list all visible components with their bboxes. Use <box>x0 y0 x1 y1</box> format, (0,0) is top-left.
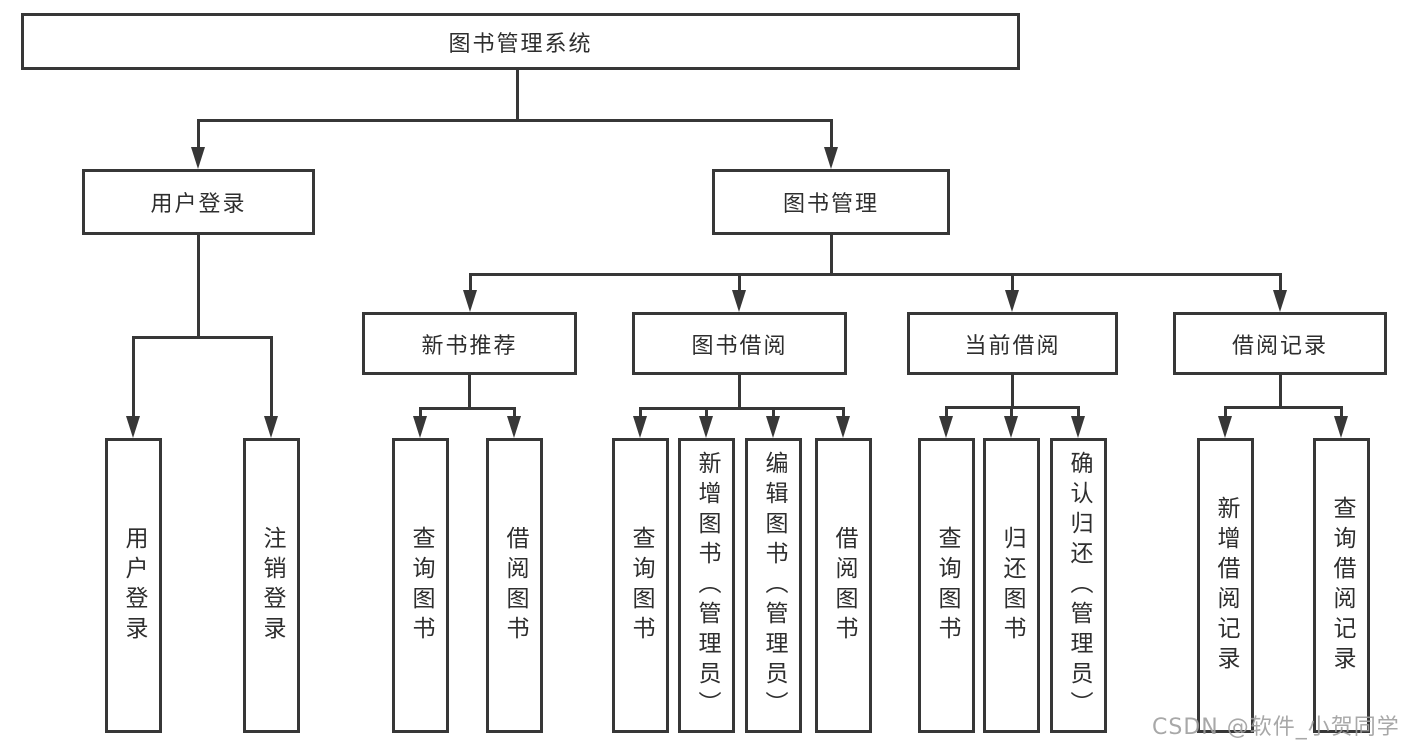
leaf-cb-query-book-label: 查询图书 <box>934 525 960 646</box>
connector-to-leaf-login-stem <box>132 336 135 416</box>
leaf-nb-query-book: 查询图书 <box>392 438 449 733</box>
leaf-br-query-record-label: 查询借阅记录 <box>1329 495 1355 676</box>
connector-book-borrow-down-stem <box>738 375 741 407</box>
connector-to-current-borrow-stem <box>1011 273 1014 290</box>
leaf-bb-query-book: 查询图书 <box>612 438 669 733</box>
node-book-management-label: 图书管理 <box>782 192 879 217</box>
node-borrow-record: 借阅记录 <box>1173 312 1387 375</box>
connector-new-book-stem <box>468 375 471 407</box>
connector-root-stem <box>516 70 519 119</box>
leaf-user-login-label: 用户登录 <box>121 525 147 646</box>
connector-nb-leaf2-stem <box>513 407 516 416</box>
leaf-br-query-record: 查询借阅记录 <box>1313 438 1370 733</box>
leaf-cb-confirm-return-admin-label: 确认归还（管理员） <box>1066 450 1092 721</box>
csdn-watermark: CSDN @软件_小贺同学 <box>1152 715 1400 740</box>
connector-borrow-record-rail <box>1224 406 1342 409</box>
leaf-nb-borrow-book-label: 借阅图书 <box>502 525 528 646</box>
connector-br-leaf2-stem <box>1340 406 1343 416</box>
connector-bb-leaf1-stem <box>639 407 642 416</box>
arrow-br-leaf1-icon <box>1218 416 1232 438</box>
arrow-to-leaf-login-icon <box>126 416 140 438</box>
connector-new-book-rail <box>419 407 515 410</box>
connector-cb-leaf3-stem <box>1077 406 1080 416</box>
connector-root-rail <box>197 119 833 122</box>
arrow-bb-leaf2-icon <box>699 416 713 438</box>
node-new-book-recommend: 新书推荐 <box>362 312 577 375</box>
leaf-bb-borrow-book: 借阅图书 <box>815 438 872 733</box>
connector-book-management-stem <box>830 235 833 273</box>
node-book-borrow: 图书借阅 <box>632 312 847 375</box>
leaf-nb-borrow-book: 借阅图书 <box>486 438 543 733</box>
arrow-bb-leaf3-icon <box>766 416 780 438</box>
node-book-management: 图书管理 <box>712 169 950 235</box>
connector-cb-leaf2-stem <box>1010 406 1013 416</box>
arrow-br-leaf2-icon <box>1334 416 1348 438</box>
node-current-borrow-label: 当前借阅 <box>964 333 1061 359</box>
arrow-cb-leaf2-icon <box>1004 416 1018 438</box>
leaf-bb-add-book-admin-label: 新增图书（管理员） <box>694 450 720 721</box>
connector-to-borrow-record-stem <box>1279 273 1282 290</box>
arrow-to-borrow-record-icon <box>1273 290 1287 312</box>
connector-cb-leaf1-stem <box>945 406 948 416</box>
arrow-to-book-management-icon <box>824 147 838 169</box>
connector-current-borrow-down-stem <box>1011 375 1014 406</box>
connector-user-login-stem <box>197 235 200 336</box>
arrow-to-leaf-logout-icon <box>264 416 278 438</box>
leaf-bb-edit-book-admin: 编辑图书（管理员） <box>745 438 802 733</box>
connector-to-leaf-logout-stem <box>270 336 273 416</box>
connector-user-login-rail <box>132 336 272 339</box>
leaf-bb-edit-book-admin-label: 编辑图书（管理员） <box>761 450 787 721</box>
arrow-bb-leaf4-icon <box>836 416 850 438</box>
leaf-bb-query-book-label: 查询图书 <box>628 525 654 646</box>
connector-borrow-record-down-stem <box>1279 375 1282 406</box>
leaf-user-login: 用户登录 <box>105 438 162 733</box>
connector-nb-leaf1-stem <box>419 407 422 416</box>
arrow-to-book-borrow-icon <box>732 290 746 312</box>
leaf-cb-return-book-label: 归还图书 <box>999 525 1025 646</box>
leaf-cb-confirm-return-admin: 确认归还（管理员） <box>1050 438 1107 733</box>
connector-br-leaf1-stem <box>1224 406 1227 416</box>
leaf-bb-borrow-book-label: 借阅图书 <box>831 525 857 646</box>
connector-bb-leaf2-stem <box>705 407 708 416</box>
leaf-bb-add-book-admin: 新增图书（管理员） <box>678 438 735 733</box>
node-root-label: 图书管理系统 <box>448 31 593 57</box>
arrow-to-current-borrow-icon <box>1005 290 1019 312</box>
connector-bb-leaf3-stem <box>772 407 775 416</box>
connector-to-book-borrow-stem <box>738 273 741 290</box>
connector-to-new-book-stem <box>469 273 472 290</box>
arrow-cb-leaf3-icon <box>1071 416 1085 438</box>
node-borrow-record-label: 借阅记录 <box>1231 333 1328 359</box>
leaf-br-add-record-label: 新增借阅记录 <box>1213 495 1239 676</box>
connector-bb-leaf4-stem <box>842 407 845 416</box>
connector-book-borrow-rail <box>639 407 843 410</box>
node-user-login-label: 用户登录 <box>150 192 247 217</box>
arrow-bb-leaf1-icon <box>633 416 647 438</box>
arrow-cb-leaf1-icon <box>939 416 953 438</box>
connector-root-to-user-login-stem <box>197 119 200 147</box>
node-current-borrow: 当前借阅 <box>907 312 1118 375</box>
leaf-nb-query-book-label: 查询图书 <box>408 525 434 646</box>
leaf-cb-query-book: 查询图书 <box>918 438 975 733</box>
arrow-nb-leaf1-icon <box>413 416 427 438</box>
leaf-cb-return-book: 归还图书 <box>983 438 1040 733</box>
arrow-to-user-login-icon <box>191 147 205 169</box>
node-book-borrow-label: 图书借阅 <box>691 333 788 359</box>
leaf-br-add-record: 新增借阅记录 <box>1197 438 1254 733</box>
node-user-login: 用户登录 <box>82 169 315 235</box>
leaf-logout: 注销登录 <box>243 438 300 733</box>
arrow-to-new-book-icon <box>463 290 477 312</box>
node-root: 图书管理系统 <box>21 13 1020 70</box>
node-new-book-recommend-label: 新书推荐 <box>421 333 518 359</box>
arrow-nb-leaf2-icon <box>507 416 521 438</box>
leaf-logout-label: 注销登录 <box>259 525 285 646</box>
connector-book-management-rail <box>469 273 1281 276</box>
connector-root-to-book-management-stem <box>830 119 833 147</box>
